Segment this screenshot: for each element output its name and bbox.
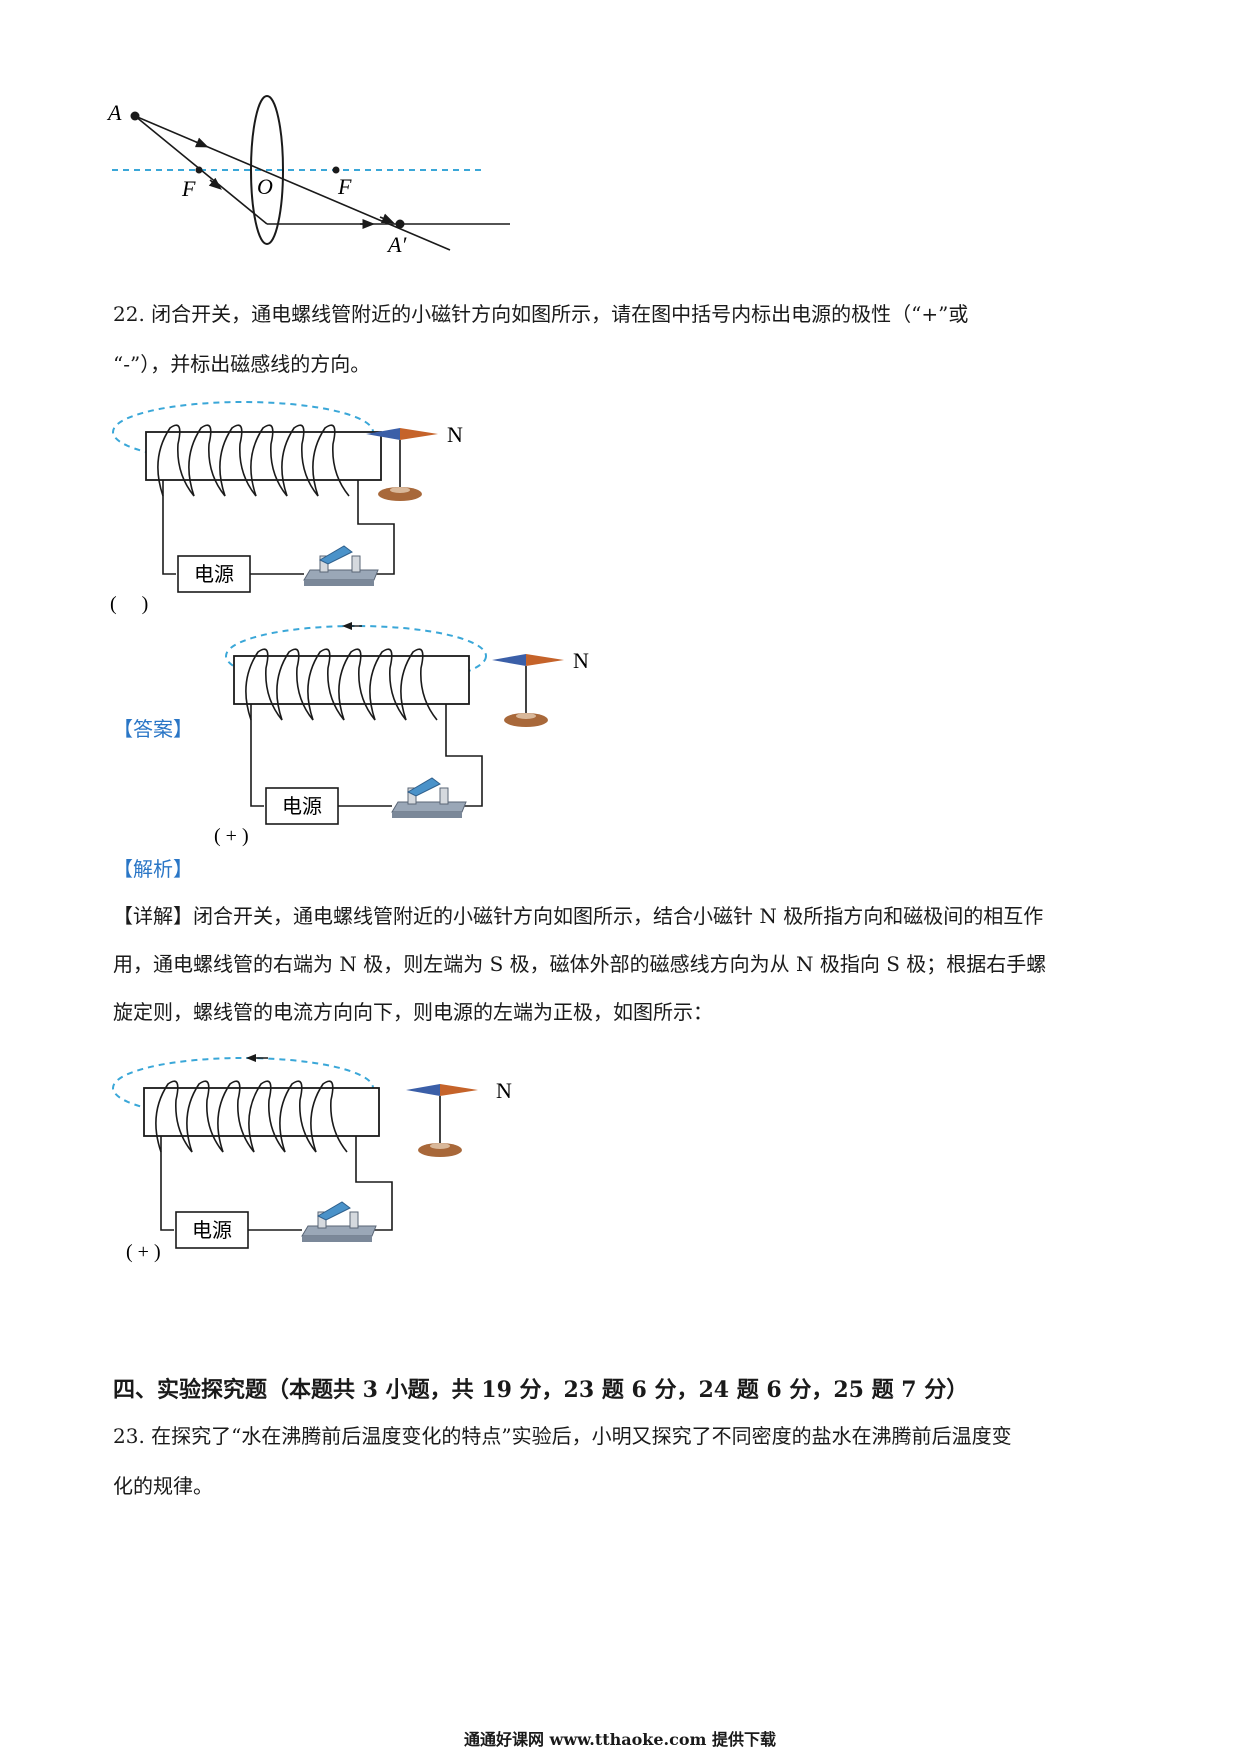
analysis-label: 【解析】	[113, 857, 193, 881]
wire-left	[160, 1136, 174, 1231]
wire-right	[445, 704, 483, 807]
solenoid-figure-detail: 电源 N ( + )	[112, 1054, 512, 1263]
point-a	[130, 111, 140, 121]
section-4-title: 四、实验探究题（本题共 3 小题，共 19 分，23 题 6 分，24 题 6 …	[113, 1377, 969, 1403]
lens-ray-diagram: A F O F A′	[106, 95, 510, 257]
point-a-prime	[395, 219, 405, 229]
needle-south	[366, 428, 400, 440]
power-source	[265, 787, 339, 825]
switch	[301, 1225, 377, 1237]
power-source	[175, 1211, 249, 1249]
answer-label: 【答案】	[113, 717, 193, 741]
polarity-bracket: ( )	[110, 593, 148, 615]
detail-line1: 【详解】闭合开关，通电螺线管附近的小磁针方向如图所示，结合小磁针 N 极所指方向…	[113, 904, 1044, 928]
q23-line2: 化的规律。	[113, 1474, 213, 1498]
compass-base	[504, 713, 548, 727]
solenoid-figure-question: 电源 N ( )	[110, 401, 463, 615]
wire-right	[355, 1136, 393, 1231]
focus-left	[195, 166, 203, 174]
wire-left	[250, 704, 264, 807]
label-f-right: F	[337, 174, 352, 199]
detail-line2: 用，通电螺线管的右端为 N 极，则左端为 S 极，磁体外部的磁感线方向为从 N …	[113, 952, 1047, 976]
q23-line1: 23. 在探究了“水在沸腾前后温度变化的特点”实验后，小明又探究了不同密度的盐水…	[113, 1424, 1012, 1448]
needle-north	[400, 428, 438, 440]
needle-south	[406, 1084, 440, 1096]
label-f-left: F	[181, 176, 196, 201]
needle-north	[526, 654, 564, 666]
convex-lens	[250, 95, 284, 245]
footer-text: 通通好课网 www.tthaoke.com 提供下载	[463, 1730, 777, 1749]
polarity-bracket: ( + )	[126, 1241, 161, 1263]
solenoid-core	[143, 1087, 380, 1137]
power-source	[177, 555, 251, 593]
detail-line3: 旋定则，螺线管的电流方向向下，则电源的左端为正极，如图所示：	[113, 1000, 713, 1024]
focus-right	[332, 166, 340, 174]
field-direction-arrow	[342, 622, 352, 630]
power-label: 电源	[194, 563, 234, 586]
polarity-bracket: ( + )	[214, 825, 249, 847]
field-line	[225, 625, 487, 687]
compass-base	[418, 1143, 462, 1157]
q22-line2: “-”），并标出磁感线的方向。	[113, 352, 371, 376]
label-a: A	[106, 100, 122, 125]
n-pole-label: N	[496, 1078, 512, 1103]
wire-right	[357, 480, 395, 575]
switch	[303, 569, 379, 581]
wire-left	[162, 480, 176, 575]
compass-base	[378, 487, 422, 501]
coil-turns	[155, 1080, 348, 1153]
coil-turns	[157, 424, 350, 497]
power-label: 电源	[192, 1219, 232, 1242]
label-a-prime: A′	[386, 232, 407, 257]
q22-line1: 22. 闭合开关，通电螺线管附近的小磁针方向如图所示，请在图中括号内标出电源的极…	[113, 302, 969, 326]
needle-south	[492, 654, 526, 666]
solenoid-figure-answer: 电源 N ( + )	[214, 622, 589, 847]
coil-turns	[245, 648, 438, 721]
power-label: 电源	[282, 795, 322, 818]
field-direction-arrow	[246, 1054, 256, 1062]
n-pole-label: N	[573, 648, 589, 673]
solenoid-core	[233, 655, 470, 705]
n-pole-label: N	[447, 422, 463, 447]
needle-north	[440, 1084, 478, 1096]
switch	[391, 801, 467, 813]
label-o: O	[257, 174, 273, 199]
solenoid-core	[145, 431, 382, 481]
